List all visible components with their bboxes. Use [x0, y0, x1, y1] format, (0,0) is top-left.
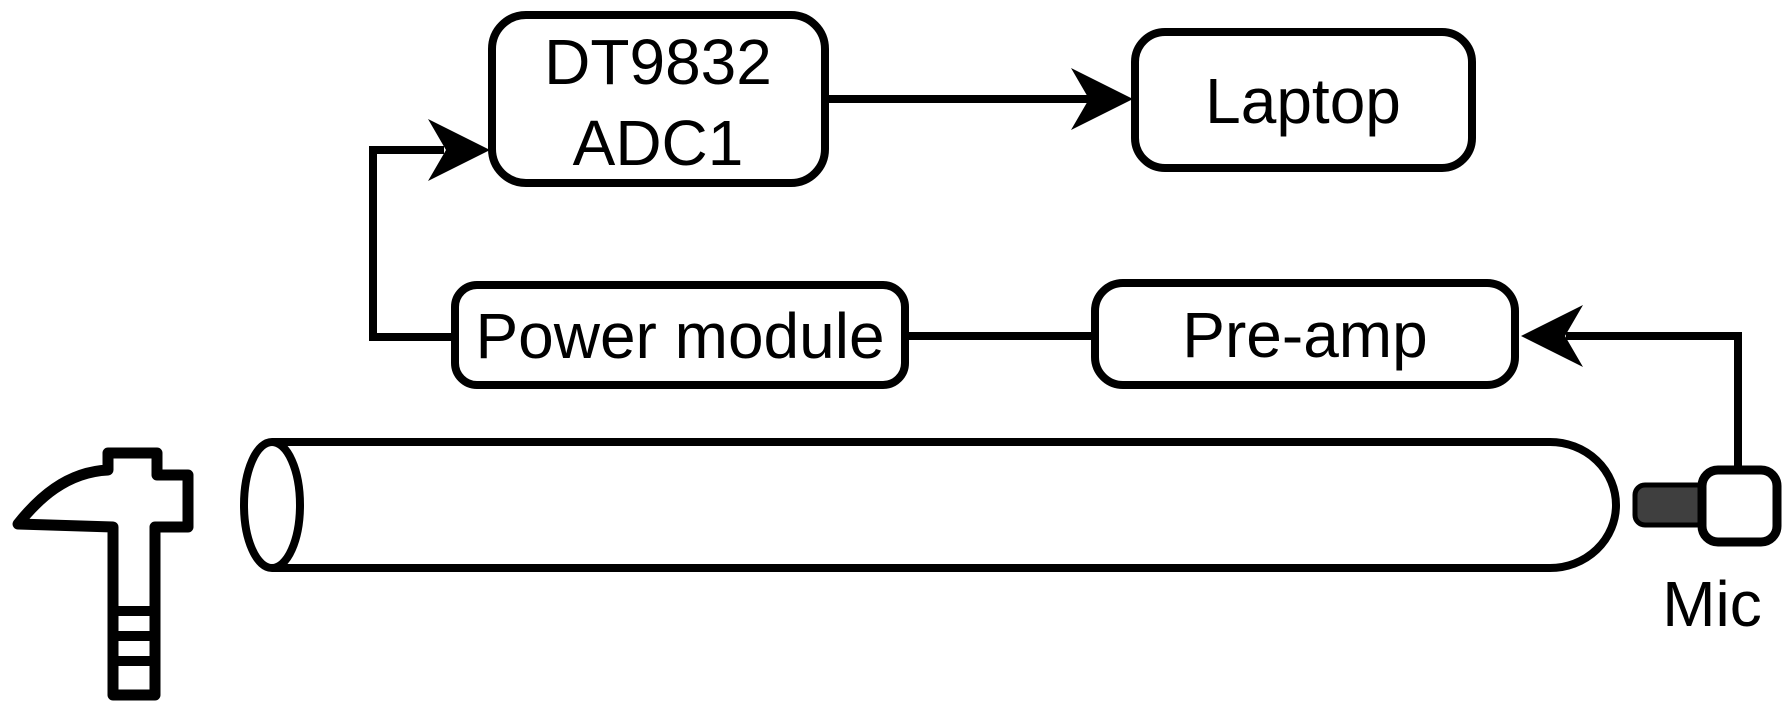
- pipe-opening: [240, 438, 304, 572]
- hammer-outline: [12, 447, 194, 701]
- node-laptop: Laptop: [1131, 28, 1476, 172]
- wire-mic-to-preamp: [1566, 332, 1742, 478]
- mic-capsule: [1697, 465, 1782, 547]
- mic-plug: [1632, 482, 1710, 528]
- preamp-box: [1091, 279, 1519, 389]
- adc-box: [488, 11, 829, 187]
- power-module-box: [451, 281, 909, 389]
- adc-label-line1: DT9832: [544, 26, 772, 98]
- node-adc: DT9832 ADC1: [488, 11, 829, 187]
- adc-label-line2: ADC1: [573, 107, 744, 179]
- laptop-label: Laptop: [1205, 65, 1401, 137]
- mic-label: Mic: [1662, 568, 1762, 640]
- hammer-icon: [12, 447, 194, 701]
- preamp-label: Pre-amp: [1182, 299, 1427, 371]
- arrowhead-into-adc: [428, 119, 490, 181]
- laptop-box: [1131, 28, 1476, 172]
- arrowhead-into-laptop: [1071, 68, 1133, 130]
- node-preamp: Pre-amp: [1091, 279, 1519, 389]
- mic-icon: Mic: [1632, 465, 1782, 640]
- arrowhead-into-preamp: [1521, 305, 1583, 367]
- wire-power-to-adc: [369, 146, 455, 341]
- pipe: [240, 438, 1620, 572]
- power-module-label: Power module: [475, 300, 884, 372]
- pipe-body: [272, 438, 1620, 572]
- node-power-module: Power module: [451, 281, 909, 389]
